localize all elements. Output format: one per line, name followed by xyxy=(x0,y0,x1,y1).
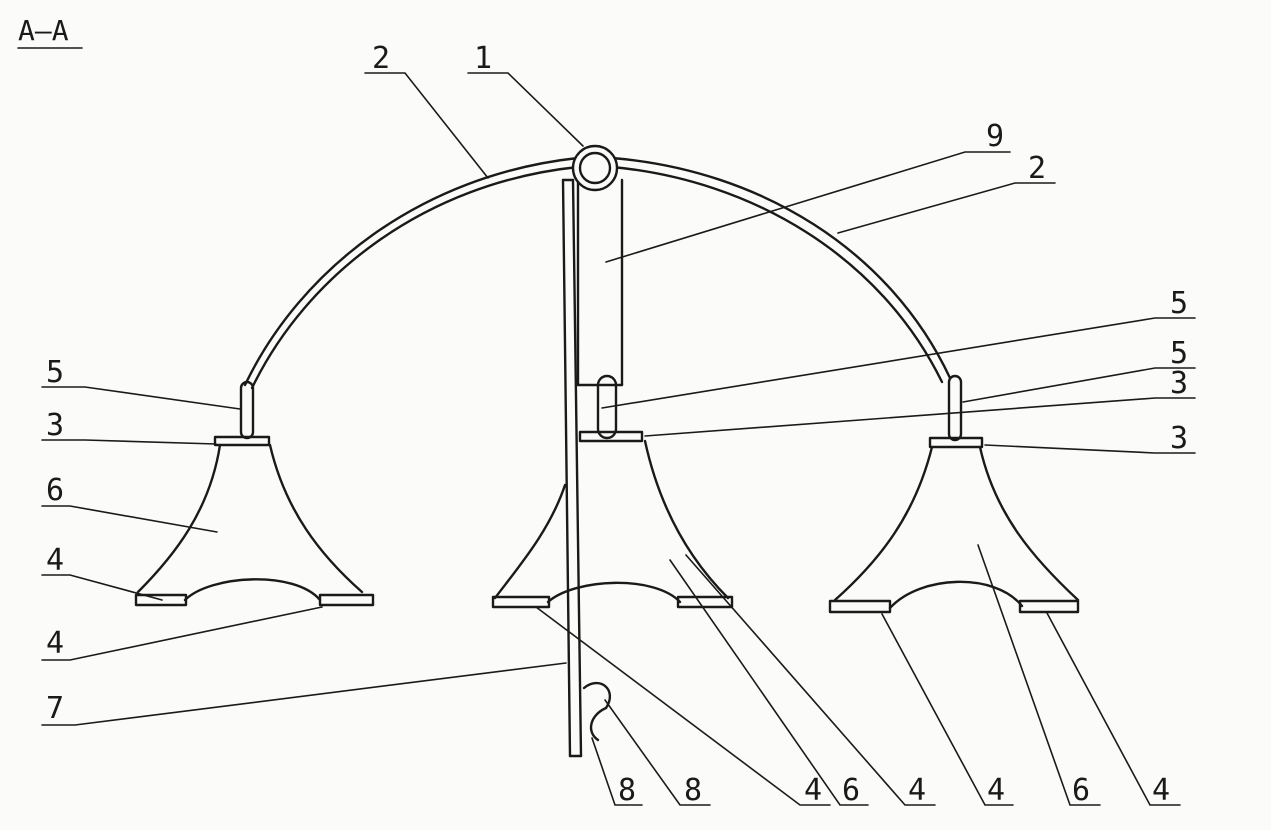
leader-4-right-left xyxy=(881,613,1014,806)
label-4-right-right: 4 xyxy=(1152,773,1170,808)
leader-8-left xyxy=(591,737,643,806)
label-8-right: 8 xyxy=(684,773,702,808)
section-title-text: A–A xyxy=(18,14,69,47)
leader-8-right xyxy=(604,699,711,806)
right-shade-cap xyxy=(928,436,984,449)
rod-right-edge xyxy=(571,178,583,758)
right-shade-right-side xyxy=(978,445,1080,602)
hanging-plate xyxy=(576,178,624,387)
center-shade-foot-left xyxy=(491,595,551,609)
label-4-right-left: 4 xyxy=(987,773,1005,808)
leader-2-right xyxy=(837,182,1056,234)
label-4-center-left: 4 xyxy=(804,773,822,808)
right-shade-left-side xyxy=(833,445,934,602)
label-4-center-right: 4 xyxy=(908,773,926,808)
right-link xyxy=(947,374,963,442)
section-title: A–A xyxy=(17,14,83,49)
leader-3-right xyxy=(984,444,1196,454)
label-7: 7 xyxy=(46,691,64,726)
label-2-right: 2 xyxy=(1028,151,1046,186)
label-4-left-top: 4 xyxy=(46,543,64,578)
leader-4-center-right xyxy=(685,554,936,806)
leader-5-right xyxy=(962,367,1196,403)
right-arm-inner xyxy=(610,165,944,384)
label-5-center: 5 xyxy=(1170,286,1188,321)
right-shade xyxy=(828,436,1080,614)
leader-4-left-bottom xyxy=(41,606,323,661)
label-2-left: 2 xyxy=(372,41,390,76)
rod-left-edge xyxy=(561,178,572,758)
left-arm-outer xyxy=(243,156,580,387)
leader-2-left xyxy=(364,72,489,179)
part-labels: 2 1 9 2 5 5 3 3 5 3 6 4 4 7 8 8 4 6 4 4 … xyxy=(46,41,1188,808)
leader-4-center-left xyxy=(535,606,831,806)
center-shade-foot-right xyxy=(676,595,734,609)
ring-inner xyxy=(578,151,612,185)
right-shade-foot-right xyxy=(1018,599,1080,614)
label-5-left: 5 xyxy=(46,355,64,390)
leader-3-center xyxy=(644,397,1196,437)
vertical-rod xyxy=(561,178,583,758)
label-6-center: 6 xyxy=(842,773,860,808)
leader-5-center xyxy=(601,317,1196,409)
label-4-left-bottom: 4 xyxy=(46,626,64,661)
leader-6-right xyxy=(977,544,1101,806)
left-shade-foot-right xyxy=(318,593,375,607)
left-link xyxy=(239,380,255,440)
center-shade-left-side xyxy=(493,483,567,600)
clip-upper-curve xyxy=(582,682,612,710)
leader-9 xyxy=(605,151,1011,263)
leader-lines xyxy=(41,72,1196,806)
center-shade xyxy=(491,430,734,609)
label-5-right: 5 xyxy=(1170,336,1188,371)
leader-6-left xyxy=(41,505,218,533)
leader-7 xyxy=(41,662,567,726)
left-shade-left-side xyxy=(136,443,222,594)
center-link xyxy=(596,374,618,440)
ring-hub xyxy=(571,144,619,192)
right-arm-outer xyxy=(610,156,952,380)
left-shade xyxy=(134,435,375,607)
arch-arms xyxy=(243,156,952,390)
label-9: 9 xyxy=(986,119,1004,154)
label-3-right: 3 xyxy=(1170,421,1188,456)
label-8-left: 8 xyxy=(618,773,636,808)
leader-1 xyxy=(467,72,584,147)
label-3-center: 3 xyxy=(1170,366,1188,401)
leader-4-left-top xyxy=(41,574,163,601)
left-shade-right-side xyxy=(268,443,364,594)
center-shade-cap xyxy=(578,430,644,443)
left-arm-inner xyxy=(250,165,580,390)
label-1: 1 xyxy=(474,41,492,76)
left-shade-cap xyxy=(213,435,271,447)
leader-4-right-right xyxy=(1046,612,1181,806)
center-shade-right-side xyxy=(643,439,730,600)
leader-3-left xyxy=(41,439,217,445)
right-shade-opening xyxy=(888,580,1024,610)
leader-5-left xyxy=(41,386,241,410)
right-shade-foot-left xyxy=(828,599,892,614)
left-shade-opening xyxy=(183,578,322,602)
label-6-right: 6 xyxy=(1072,773,1090,808)
leader-6-center xyxy=(669,559,869,806)
left-shade-foot-left xyxy=(134,593,188,607)
label-6-left: 6 xyxy=(46,473,64,508)
clip xyxy=(582,682,612,742)
clip-lower-curve xyxy=(589,706,608,742)
center-shade-opening xyxy=(546,581,682,604)
label-3-left: 3 xyxy=(46,408,64,443)
